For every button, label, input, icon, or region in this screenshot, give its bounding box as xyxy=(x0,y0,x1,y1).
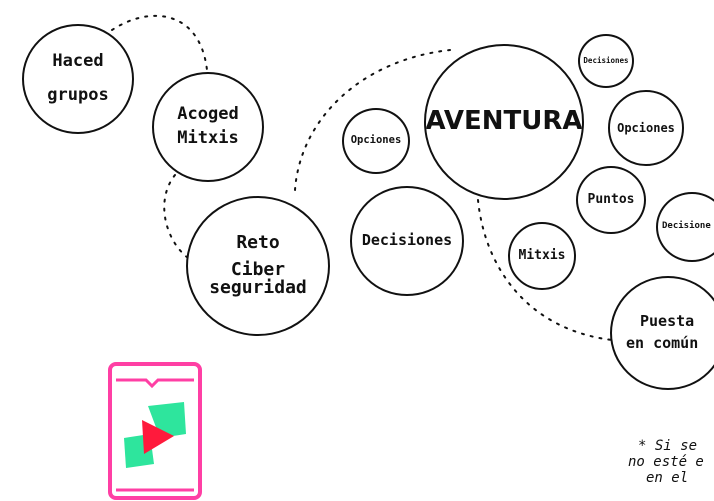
bubble-text: Reto xyxy=(236,231,280,253)
play-icon xyxy=(142,420,174,454)
bubble-text: Haced xyxy=(52,51,104,72)
tablet-outline xyxy=(108,362,202,500)
bubble-text: seguridad xyxy=(209,277,307,299)
connector-haced-acoged xyxy=(111,14,208,71)
bubble-puntos: Puntos xyxy=(576,166,646,234)
bubble-text: Mitxis xyxy=(518,248,566,264)
bubble-aventura: AVENTURA xyxy=(424,44,584,200)
footnote: * Si se xyxy=(638,438,697,454)
bubble-decisiones-top: Decisiones xyxy=(578,34,634,88)
bubble-text: Ciber xyxy=(230,258,286,280)
bubble-opciones-left: Opciones xyxy=(342,108,410,174)
bubble-text: Opciones xyxy=(350,134,402,147)
footnote-line: no esté e xyxy=(628,454,704,470)
bubble-puesta-en-comun: Puesta en común xyxy=(610,276,714,390)
bubble-text: Opciones xyxy=(617,120,675,135)
footnote-line: en el xyxy=(646,470,689,486)
bubble-decisiones-main: Decisiones xyxy=(350,186,464,296)
connector-aventura-puesta xyxy=(477,199,613,341)
tablet-play-logo xyxy=(108,362,202,500)
bubble-text: grupos xyxy=(47,85,109,105)
bubble-text: Decisione xyxy=(662,221,711,232)
footnote-line: * Si se xyxy=(638,438,698,454)
bubble-text: en común xyxy=(626,334,699,352)
connector-acoged-reto xyxy=(163,174,189,259)
connector-reto-aventura xyxy=(294,49,451,191)
tablet-notch xyxy=(116,378,194,389)
bubble-acoged-mitxis: Acoged Mitxis xyxy=(152,72,264,182)
bubble-text: Decisiones xyxy=(361,231,453,250)
bubble-reto-ciberseguridad: Reto Ciber seguridad xyxy=(186,196,330,336)
bubble-text: Decisiones xyxy=(583,56,629,66)
bubble-haced-grupos: Haced grupos xyxy=(22,24,134,134)
bubble-text: Puntos xyxy=(587,192,635,208)
bubble-decisiones-right: Decisione xyxy=(656,192,714,262)
bubble-text: Puesta xyxy=(640,312,695,331)
footnote: no esté e xyxy=(628,454,704,470)
bubble-text: AVENTURA xyxy=(425,106,583,137)
bubble-opciones-right: Opciones xyxy=(608,90,684,166)
bubble-text: Mitxis xyxy=(177,128,239,148)
footnote: en el xyxy=(646,470,688,486)
bubble-mitxis: Mitxis xyxy=(508,222,576,290)
bubble-text: Acoged xyxy=(177,104,239,125)
